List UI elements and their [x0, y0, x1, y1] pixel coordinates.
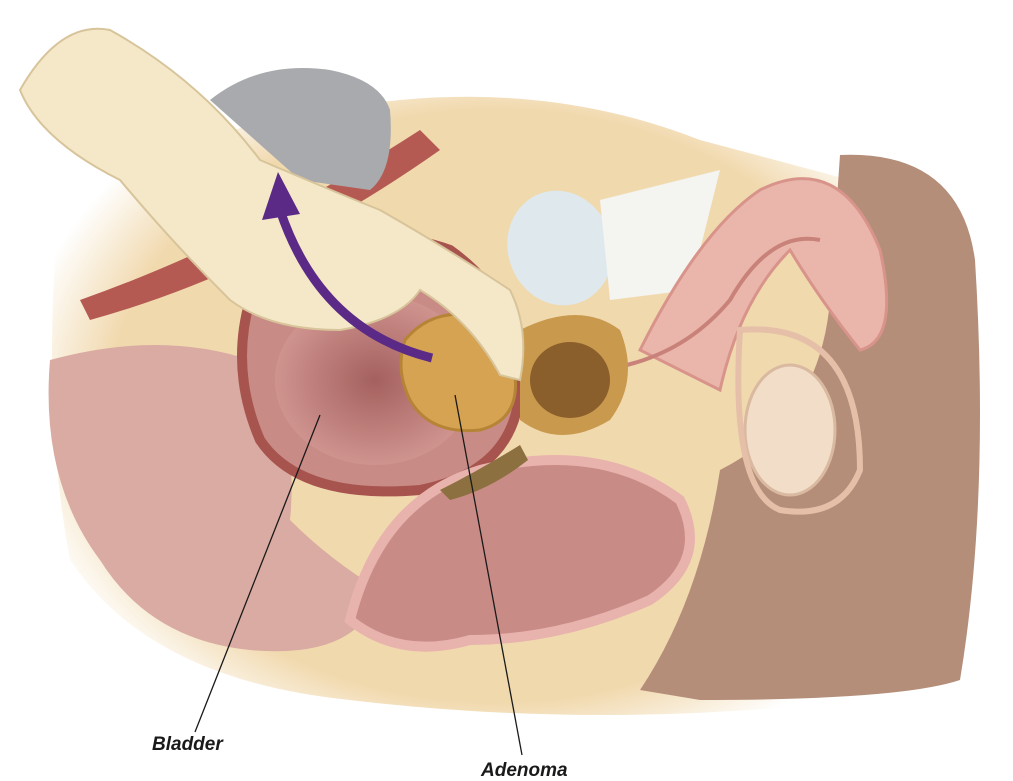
rectum [344, 455, 695, 652]
adenoma-label: Adenoma [481, 760, 568, 781]
arrow-head-icon [262, 172, 300, 220]
seminal-vesicle [440, 445, 528, 500]
arrow-shaft [275, 208, 434, 363]
testicle [743, 363, 837, 497]
penis [637, 177, 889, 393]
prostatic-fossa [530, 342, 610, 418]
intestine [48, 345, 381, 652]
bladder-label: Bladder [152, 734, 223, 755]
adenoma-leader-line [454, 394, 523, 756]
bladder-leader-line [194, 414, 321, 733]
scrotum [735, 326, 864, 515]
urethra [599, 236, 821, 372]
pubic-bone [507, 190, 613, 306]
ultrasound-probe [210, 68, 391, 190]
